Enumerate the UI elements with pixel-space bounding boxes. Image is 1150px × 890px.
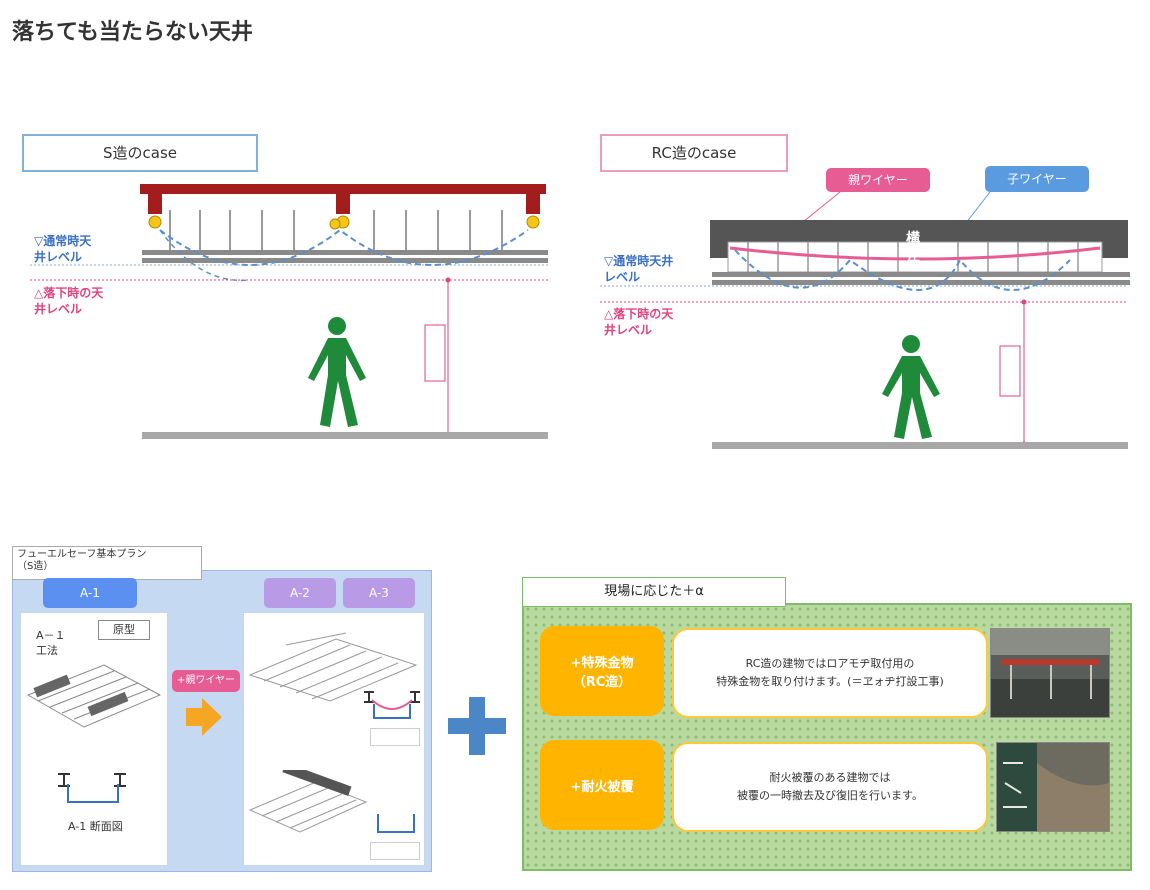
a2-isometric-drawing xyxy=(248,632,418,702)
parent-wire xyxy=(729,246,1101,261)
a1-prototype-label: 原型 xyxy=(98,620,150,640)
site-photo-1 xyxy=(990,628,1110,718)
s-fall-level-label: △落下時の天 井レベル xyxy=(34,286,104,316)
fireproof-coating-description: 耐火被覆のある建物では 被覆の一時撤去及び復旧を行います。 xyxy=(672,742,988,832)
tab-a2[interactable]: A-2 xyxy=(264,578,336,608)
tab-a3[interactable]: A-3 xyxy=(343,578,415,608)
special-hardware-description: RC造の建物ではロアモヂ取付用の 特殊金物を取り付けます。(＝ヱォヂ打設工事) xyxy=(672,628,988,718)
height-marker xyxy=(424,324,446,382)
rc-floor xyxy=(712,442,1128,449)
a1-panel xyxy=(20,612,168,866)
fireproof-coating-label: +耐火被覆 xyxy=(540,740,664,830)
tab-a1[interactable]: A-1 xyxy=(43,578,137,608)
ceiling-board xyxy=(142,250,548,255)
a3-caption-box xyxy=(370,842,420,860)
a1-section-drawing xyxy=(58,773,126,803)
a1-section-label: A-1 断面図 xyxy=(68,820,123,833)
plan-title: フューエルセーフ基本プラン （S造） xyxy=(12,546,202,580)
rc-case-label-box: RC造のcase xyxy=(600,134,788,172)
floor xyxy=(142,432,548,439)
safety-wire xyxy=(159,228,529,266)
a2-caption-box xyxy=(370,728,420,746)
s-case-label-box: S造のcase xyxy=(22,134,258,172)
beam-hangers xyxy=(148,194,540,214)
plus-icon xyxy=(448,697,506,755)
yellow-clamps xyxy=(148,215,540,230)
a1-method-label: A－１ 工法 xyxy=(36,629,66,657)
rc-fall-level-label: △落下時の天 井レベル xyxy=(604,307,674,337)
a3-isometric-drawing xyxy=(248,770,368,833)
a3-section-drawing xyxy=(377,814,415,833)
rc-case-diagram xyxy=(600,191,1130,449)
a2-a3-panel xyxy=(243,612,425,866)
rc-ceiling-board xyxy=(712,272,1130,277)
s-normal-level-label: ▽通常時天 井レベル xyxy=(34,234,92,264)
page-title: 落ちても当たらない天井 xyxy=(12,20,253,45)
rc-height-marker xyxy=(999,345,1021,397)
child-wire xyxy=(734,249,1071,291)
rc-normal-level-label: ▽通常時天井 レベル xyxy=(604,254,674,284)
s-case-diagram xyxy=(30,184,548,439)
person-icon xyxy=(308,317,366,427)
onsite-title-text: 現場に応じた＋α xyxy=(604,584,704,599)
a1-isometric-drawing xyxy=(26,664,162,728)
a2-section-drawing xyxy=(364,691,420,719)
site-photo-2 xyxy=(996,742,1110,832)
onsite-title: 現場に応じた＋α xyxy=(522,577,786,607)
arrow-right-icon xyxy=(186,698,222,736)
parent-wire-tag: 親ワイヤー xyxy=(826,168,930,192)
child-wire-tag: 子ワイヤー xyxy=(985,166,1089,192)
rc-case-label: RC造のcase xyxy=(651,144,737,162)
special-hardware-label: +特殊金物 （RC造） xyxy=(540,626,664,716)
person-icon xyxy=(882,335,940,439)
parent-wire-add-tag: +親ワイヤー xyxy=(172,670,240,692)
steel-beam xyxy=(140,184,546,194)
hanger-rods xyxy=(169,210,503,252)
s-case-label: S造のcase xyxy=(102,144,177,162)
rc-slab-text: 構 体 xyxy=(906,231,920,273)
